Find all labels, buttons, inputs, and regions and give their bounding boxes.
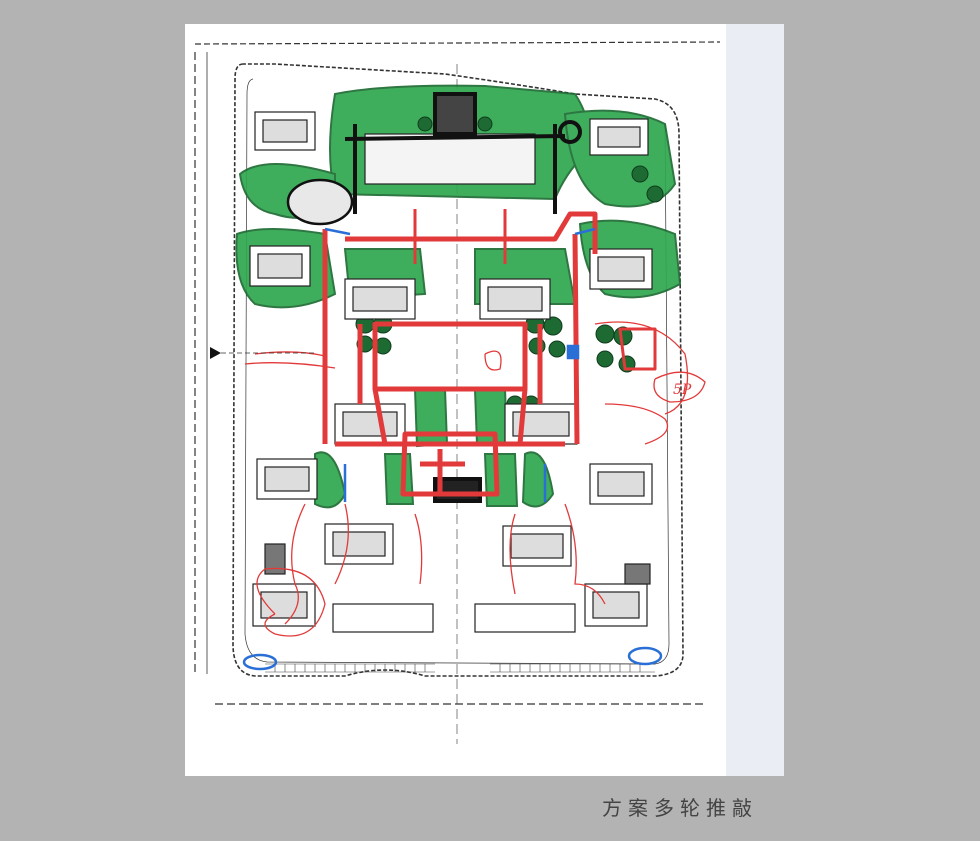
parking-rows [265,663,655,673]
building-footprints [249,111,653,633]
red-circulation-axes [322,209,657,497]
scanned-sketch-sheet: 5P [185,24,784,776]
blue-marker-accents [242,227,663,671]
arrow-right-icon [210,347,221,359]
scribble-note: 5P [673,382,692,398]
ink-gateway-lines [286,92,582,503]
red-pen-scribbles [244,321,706,637]
site-plan-sketch: 5P [194,41,721,744]
caption: 方案多轮推敲 [602,796,758,820]
sheet-scan-edge [726,24,784,776]
